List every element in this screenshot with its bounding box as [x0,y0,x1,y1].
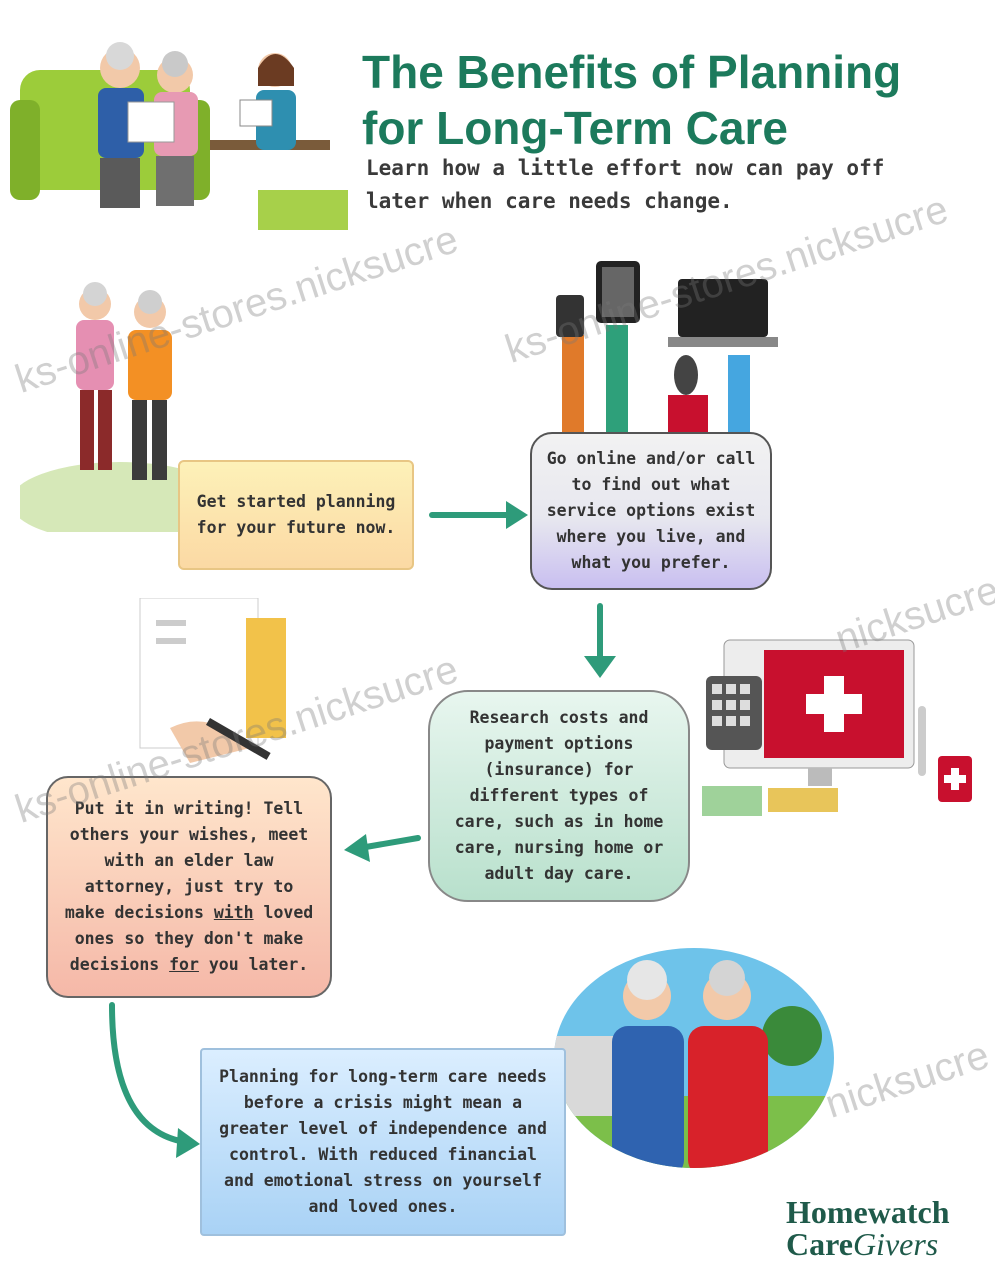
step-go-online-text: Go online and/or call to find out what s… [546,449,756,572]
subtitle: Learn how a little effort now can pay of… [366,152,966,218]
step4-emphasis-for: for [169,955,199,974]
step4-text-part-3: you later. [198,955,309,974]
page-title: The Benefits of Planning for Long-Term C… [362,44,992,156]
step-put-in-writing-text: Put it in writing! Tell others your wish… [62,796,316,978]
arrow-left-icon [357,835,421,851]
logo-care: Care [786,1226,853,1262]
homewatch-caregivers-logo: Homewatch CareGivers [786,1196,986,1260]
step-get-started: Get started planning for your future now… [178,460,414,570]
step-get-started-text: Get started planning for your future now… [196,492,396,537]
step-research-costs: Research costs and payment options (insu… [428,690,690,902]
watermark-5: nicksucre [820,1032,995,1127]
subtitle-line-1: Learn how a little effort now can pay of… [366,156,885,180]
step4-text-part-2: loved ones so they don't make decisions [69,903,314,974]
step4-text-part-1: Put it in writing! Tell others your wish… [64,799,309,922]
senior-couple-illustration [554,948,834,1168]
medical-computer-illustration [702,639,972,816]
logo-givers: Givers [852,1226,939,1262]
step-put-in-writing: Put it in writing! Tell others your wish… [46,776,332,998]
document-pen-illustration [139,598,286,763]
logo-line-1: Homewatch [786,1194,950,1230]
step-research-costs-text: Research costs and payment options (insu… [454,708,664,883]
step4-emphasis-with: with [213,903,254,922]
step-conclusion-text: Planning for long-term care needs before… [219,1067,547,1216]
title-line-1: The Benefits of Planning [362,46,902,98]
walking-couple-illustration [20,282,220,532]
title-line-2: for Long-Term Care [362,102,788,154]
subtitle-line-2: later when care needs change. [366,189,733,213]
step-conclusion: Planning for long-term care needs before… [200,1048,566,1236]
arrow-curve-icon [109,1002,188,1145]
couple-with-advisor-illustration [10,42,348,230]
logo-line-2: CareGivers [786,1228,986,1260]
step-go-online: Go online and/or call to find out what s… [530,432,772,590]
